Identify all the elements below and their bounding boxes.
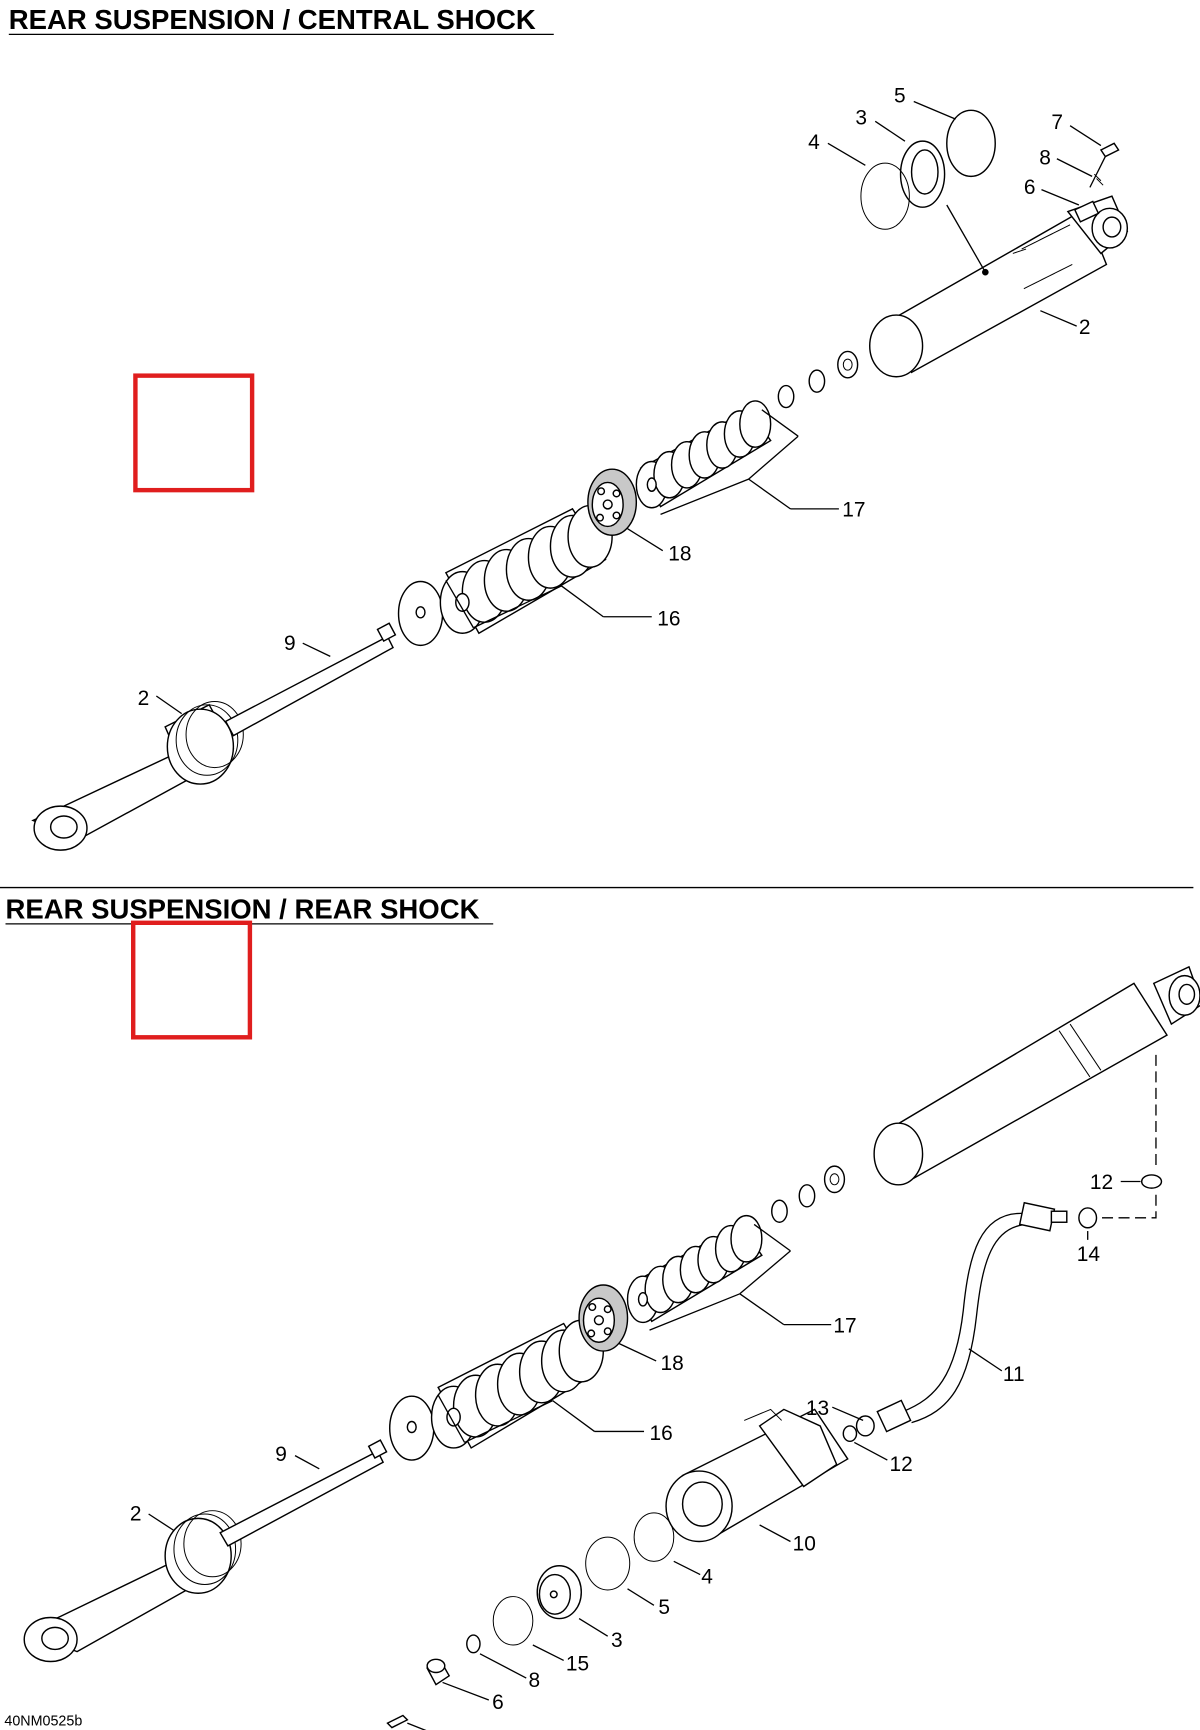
callout-3: 3 [611,1629,623,1652]
callout-9: 9 [275,1443,287,1466]
central-shock-small-washer-a [777,384,795,409]
rear-shock-oring-8 [466,1634,481,1654]
callout-2-body: 2 [1079,316,1091,339]
central-shock-bump-stop-17 [635,400,772,509]
highlight-box-1 [133,373,255,493]
callout-17: 17 [833,1314,856,1337]
rear-shock-nut-14 [1078,1207,1098,1229]
rear-shock-small-washer-a [771,1199,788,1223]
rear-shock-title: REAR SUSPENSION / REAR SHOCK [6,893,480,924]
callout-14: 14 [1077,1243,1101,1266]
callout-6: 6 [1024,176,1036,199]
callout-12-lower: 12 [890,1453,913,1476]
callout-7: 7 [1051,111,1063,134]
rear-shock-leader-lines [148,1180,1141,1730]
callout-13: 13 [806,1397,829,1420]
callout-6: 6 [492,1691,504,1714]
central-shock-nut [837,350,859,379]
rear-shock-shaft-assembly [23,1439,388,1663]
rear-shock-bump-stop-16 [430,1319,605,1449]
rear-shock-spacer-18 [578,1284,629,1352]
central-shock-plate-5 [946,109,996,178]
callout-18: 18 [661,1352,684,1375]
rear-shock-oring-4 [633,1512,675,1562]
rear-shock-section: REAR SUSPENSION / REAR SHOCK [5,893,1200,1730]
callout-12-top: 12 [1090,1171,1113,1194]
callout-3: 3 [855,107,867,130]
rear-shock-body [873,965,1200,1186]
callout-17: 17 [842,499,865,522]
rear-shock-valve-6 [426,1658,451,1686]
callout-2-shaft: 2 [130,1503,142,1526]
central-shock-shaft-assembly [31,622,397,851]
callout-9: 9 [284,632,296,655]
highlight-box-2 [131,920,253,1040]
rear-shock-hose-11 [876,1201,1068,1433]
central-shock-small-washer-b [808,369,826,393]
rear-shock-bump-stop-17 [626,1214,763,1324]
callout-5: 5 [658,1596,670,1619]
rear-shock-oring-12-lower [842,1425,858,1443]
callout-16: 16 [657,608,680,631]
callout-11: 11 [1003,1363,1025,1386]
rear-shock-oring-12-top [1140,1174,1163,1189]
central-shock-leader-lines [155,100,1102,715]
callout-8: 8 [528,1669,540,1692]
central-shock-section: REAR SUSPENSION / CENTRAL SHOCK [8,4,1129,851]
rear-shock-oring-15 [492,1596,534,1646]
rear-shock-washer-13 [855,1415,875,1437]
central-shock-screw-7 [1099,142,1120,158]
callout-5: 5 [894,85,906,108]
central-shock-oring-8 [1093,173,1104,186]
central-shock-oring-4 [860,162,910,230]
rear-shock-nut [823,1165,846,1194]
callout-10: 10 [793,1532,816,1555]
central-shock-body [869,195,1129,378]
rear-shock-screw-7 [386,1714,409,1729]
rear-shock-oring-5 [585,1536,631,1591]
callout-4: 4 [701,1565,713,1588]
callout-2-shaft: 2 [138,687,150,710]
central-shock-spacer-18 [587,468,638,536]
central-shock-title: REAR SUSPENSION / CENTRAL SHOCK [9,4,536,35]
callout-4: 4 [808,131,820,154]
rear-shock-dashed-ref-b [1100,1194,1157,1219]
drawing-code: 40NM0525b [4,1713,82,1729]
callout-18: 18 [668,543,691,566]
callout-15: 15 [566,1652,589,1675]
callout-16: 16 [650,1422,673,1445]
rear-shock-cap-3 [536,1565,582,1620]
rear-shock-small-washer-b [798,1184,816,1208]
callout-8: 8 [1039,146,1051,169]
rear-shock-reservoir-10 [665,1408,849,1543]
